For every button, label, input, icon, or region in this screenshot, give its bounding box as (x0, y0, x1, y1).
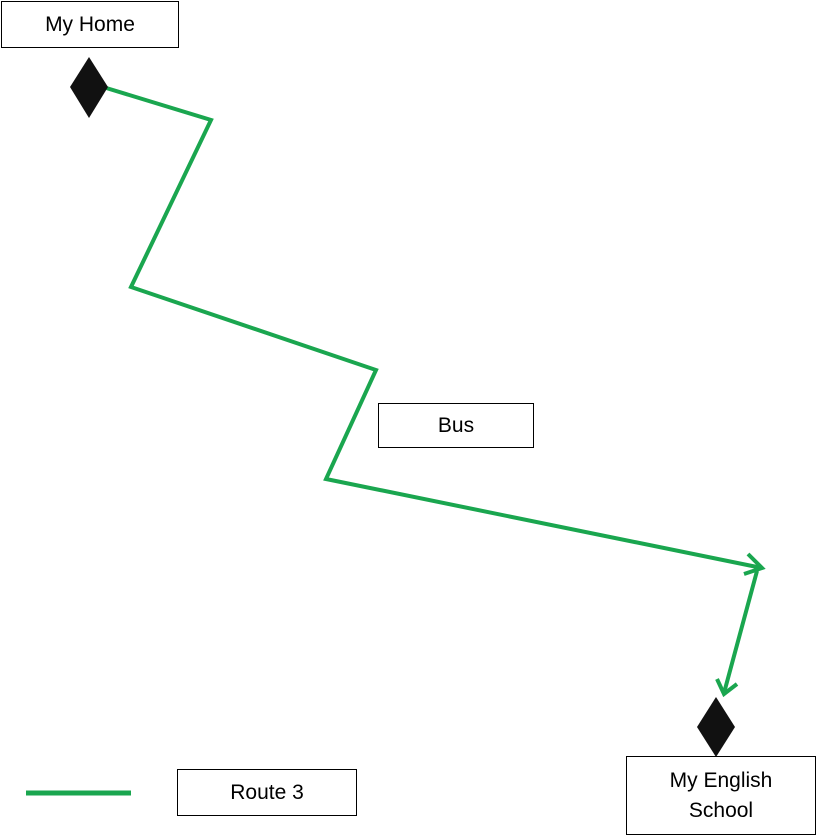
school-label-line2: School (688, 798, 754, 822)
route-final-leg (722, 570, 759, 694)
legend-route-label: Route 3 (177, 769, 357, 816)
school-label-line1: My English (669, 769, 773, 793)
home-marker-icon (70, 57, 108, 118)
school-marker-icon (697, 697, 735, 757)
route-end-arrowhead-icon (715, 678, 739, 698)
school-label: My English School (626, 756, 816, 835)
bus-label: Bus (378, 403, 534, 448)
route-arrowhead-icon (743, 552, 766, 576)
home-label: My Home (1, 1, 179, 48)
route-3-path (102, 85, 763, 570)
